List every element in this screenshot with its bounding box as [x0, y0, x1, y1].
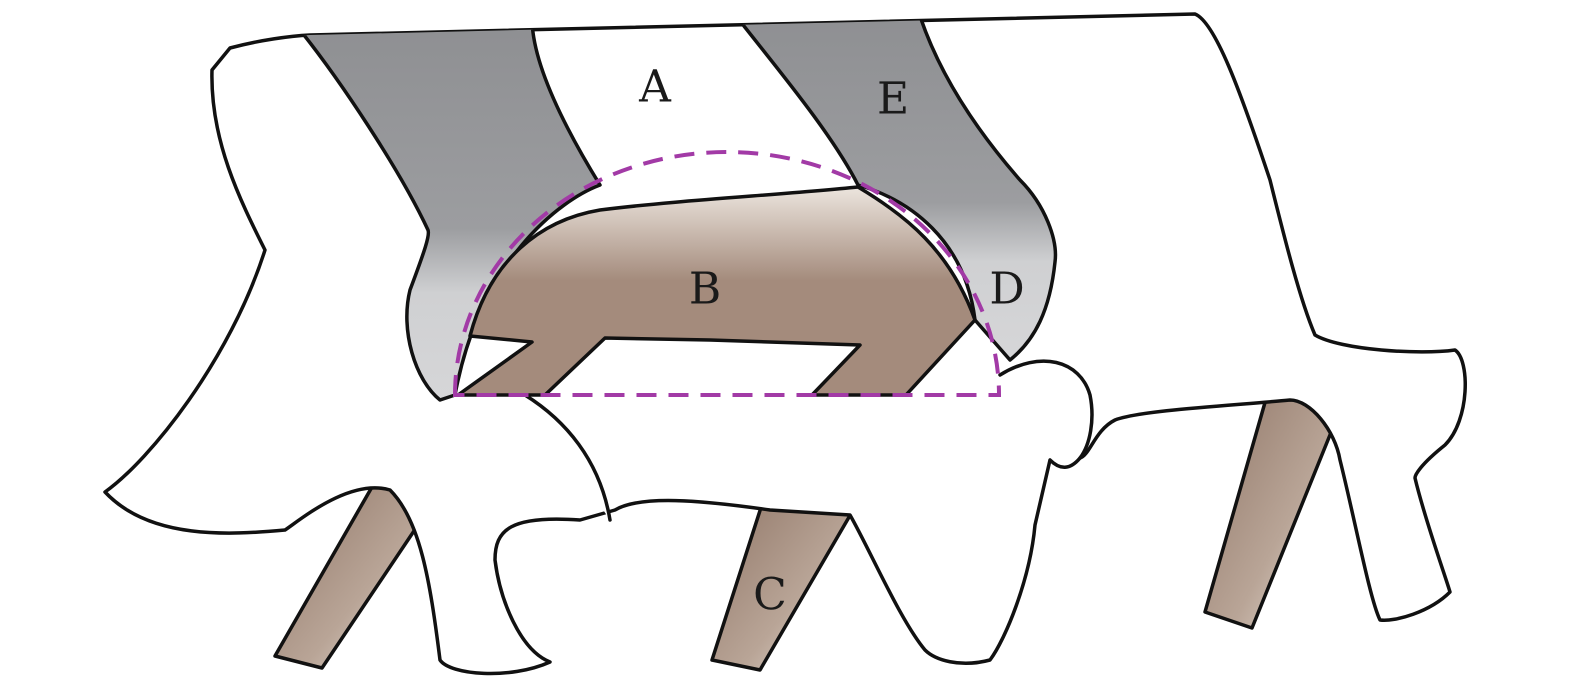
label-c: C: [753, 570, 787, 621]
label-b: B: [689, 264, 721, 315]
hind-flap-outline: [998, 359, 1094, 460]
label-a: A: [638, 62, 672, 113]
label-e: E: [877, 74, 909, 125]
rear-leg: [1203, 386, 1336, 630]
brown-band: [456, 185, 977, 397]
left-gray-band: [298, 16, 602, 402]
right-gray-band: [731, 14, 1058, 362]
front-flap-outline: [523, 393, 612, 522]
label-d: D: [989, 264, 1024, 315]
